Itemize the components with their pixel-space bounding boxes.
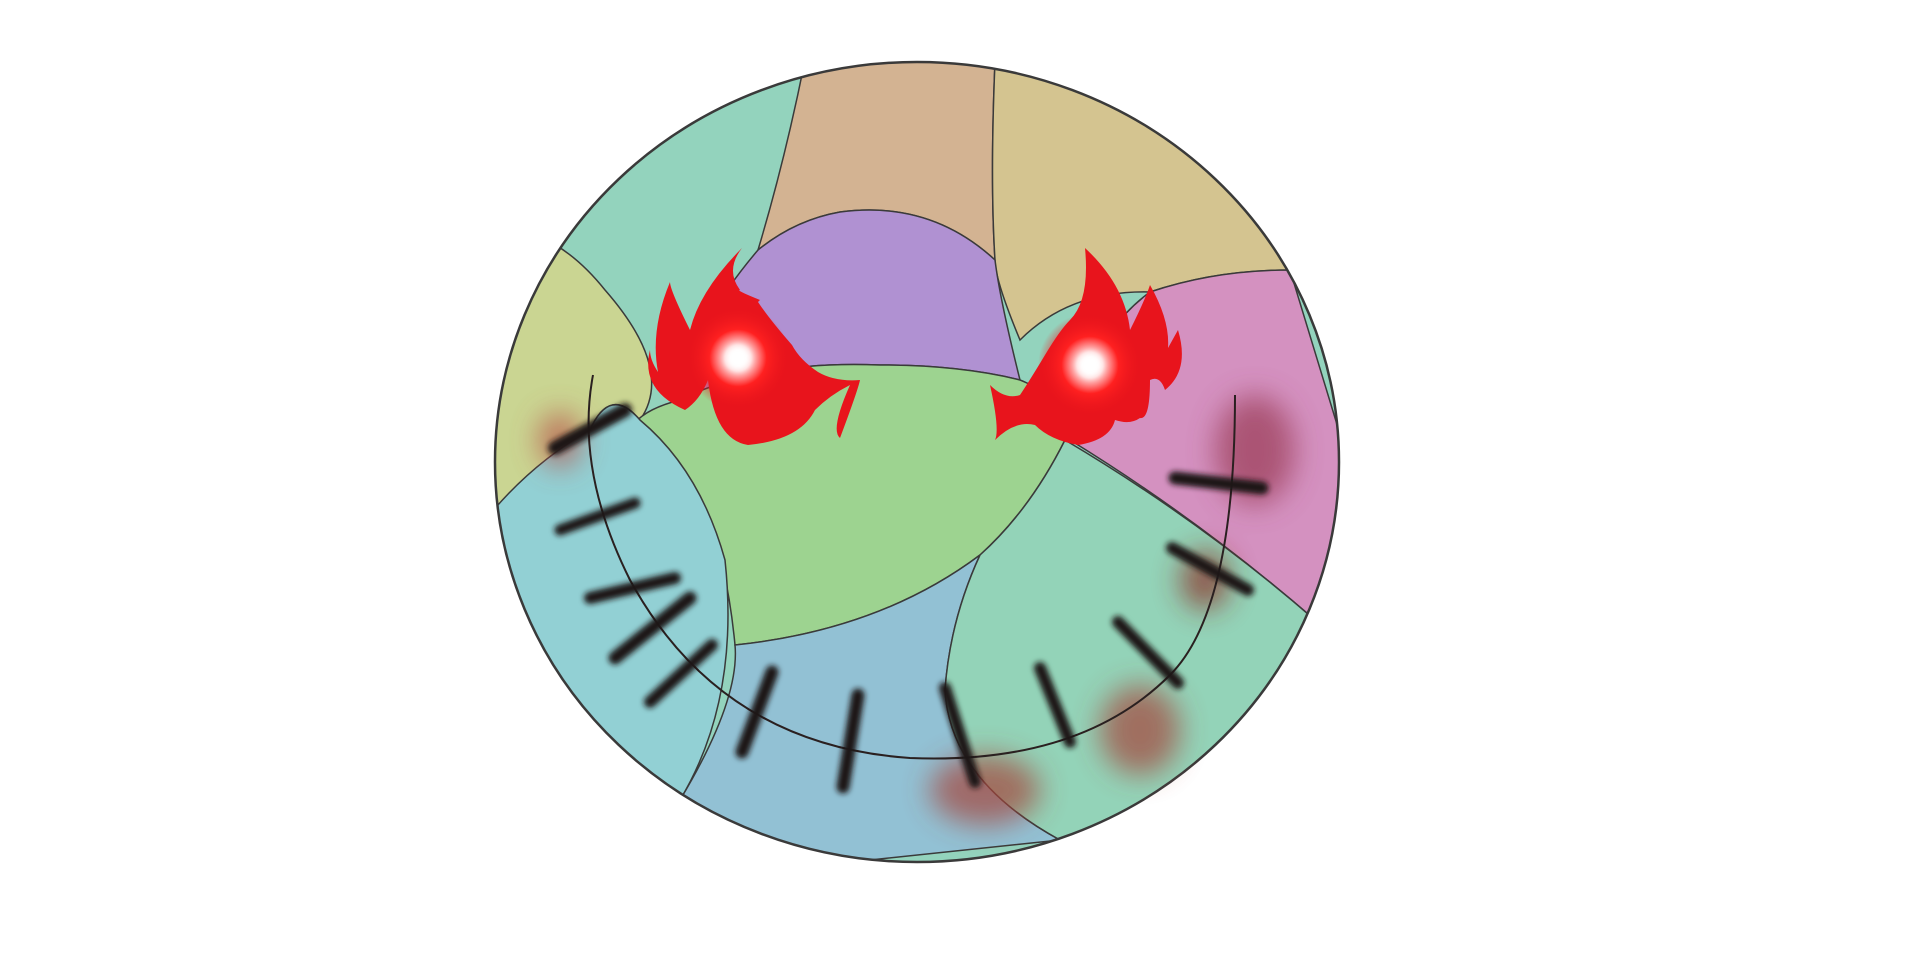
stitch-layer bbox=[548, 403, 1269, 794]
stitch-1 bbox=[548, 403, 632, 455]
stitch-8 bbox=[939, 682, 981, 788]
left-eye-core bbox=[726, 346, 750, 370]
flame-eye-icon bbox=[648, 248, 860, 445]
flame-eye-icon bbox=[990, 248, 1182, 445]
face-outline bbox=[493, 60, 1341, 864]
stitch-9 bbox=[1034, 662, 1076, 748]
stitch-5 bbox=[644, 639, 718, 708]
stitch-11 bbox=[1166, 542, 1254, 596]
blood-smear-bottom-right bbox=[1100, 685, 1180, 775]
right-eye-core bbox=[1078, 353, 1102, 377]
stitched-smile-icon bbox=[587, 374, 1236, 760]
stitch-12 bbox=[1168, 471, 1269, 495]
stitch-3 bbox=[584, 572, 681, 604]
stitch-7 bbox=[836, 688, 865, 794]
stitch-6 bbox=[735, 665, 779, 759]
stitch-10 bbox=[1112, 616, 1184, 689]
stitch-4 bbox=[608, 591, 697, 665]
blood-smear-bottom bbox=[930, 755, 1040, 825]
stitch-2 bbox=[554, 497, 641, 536]
